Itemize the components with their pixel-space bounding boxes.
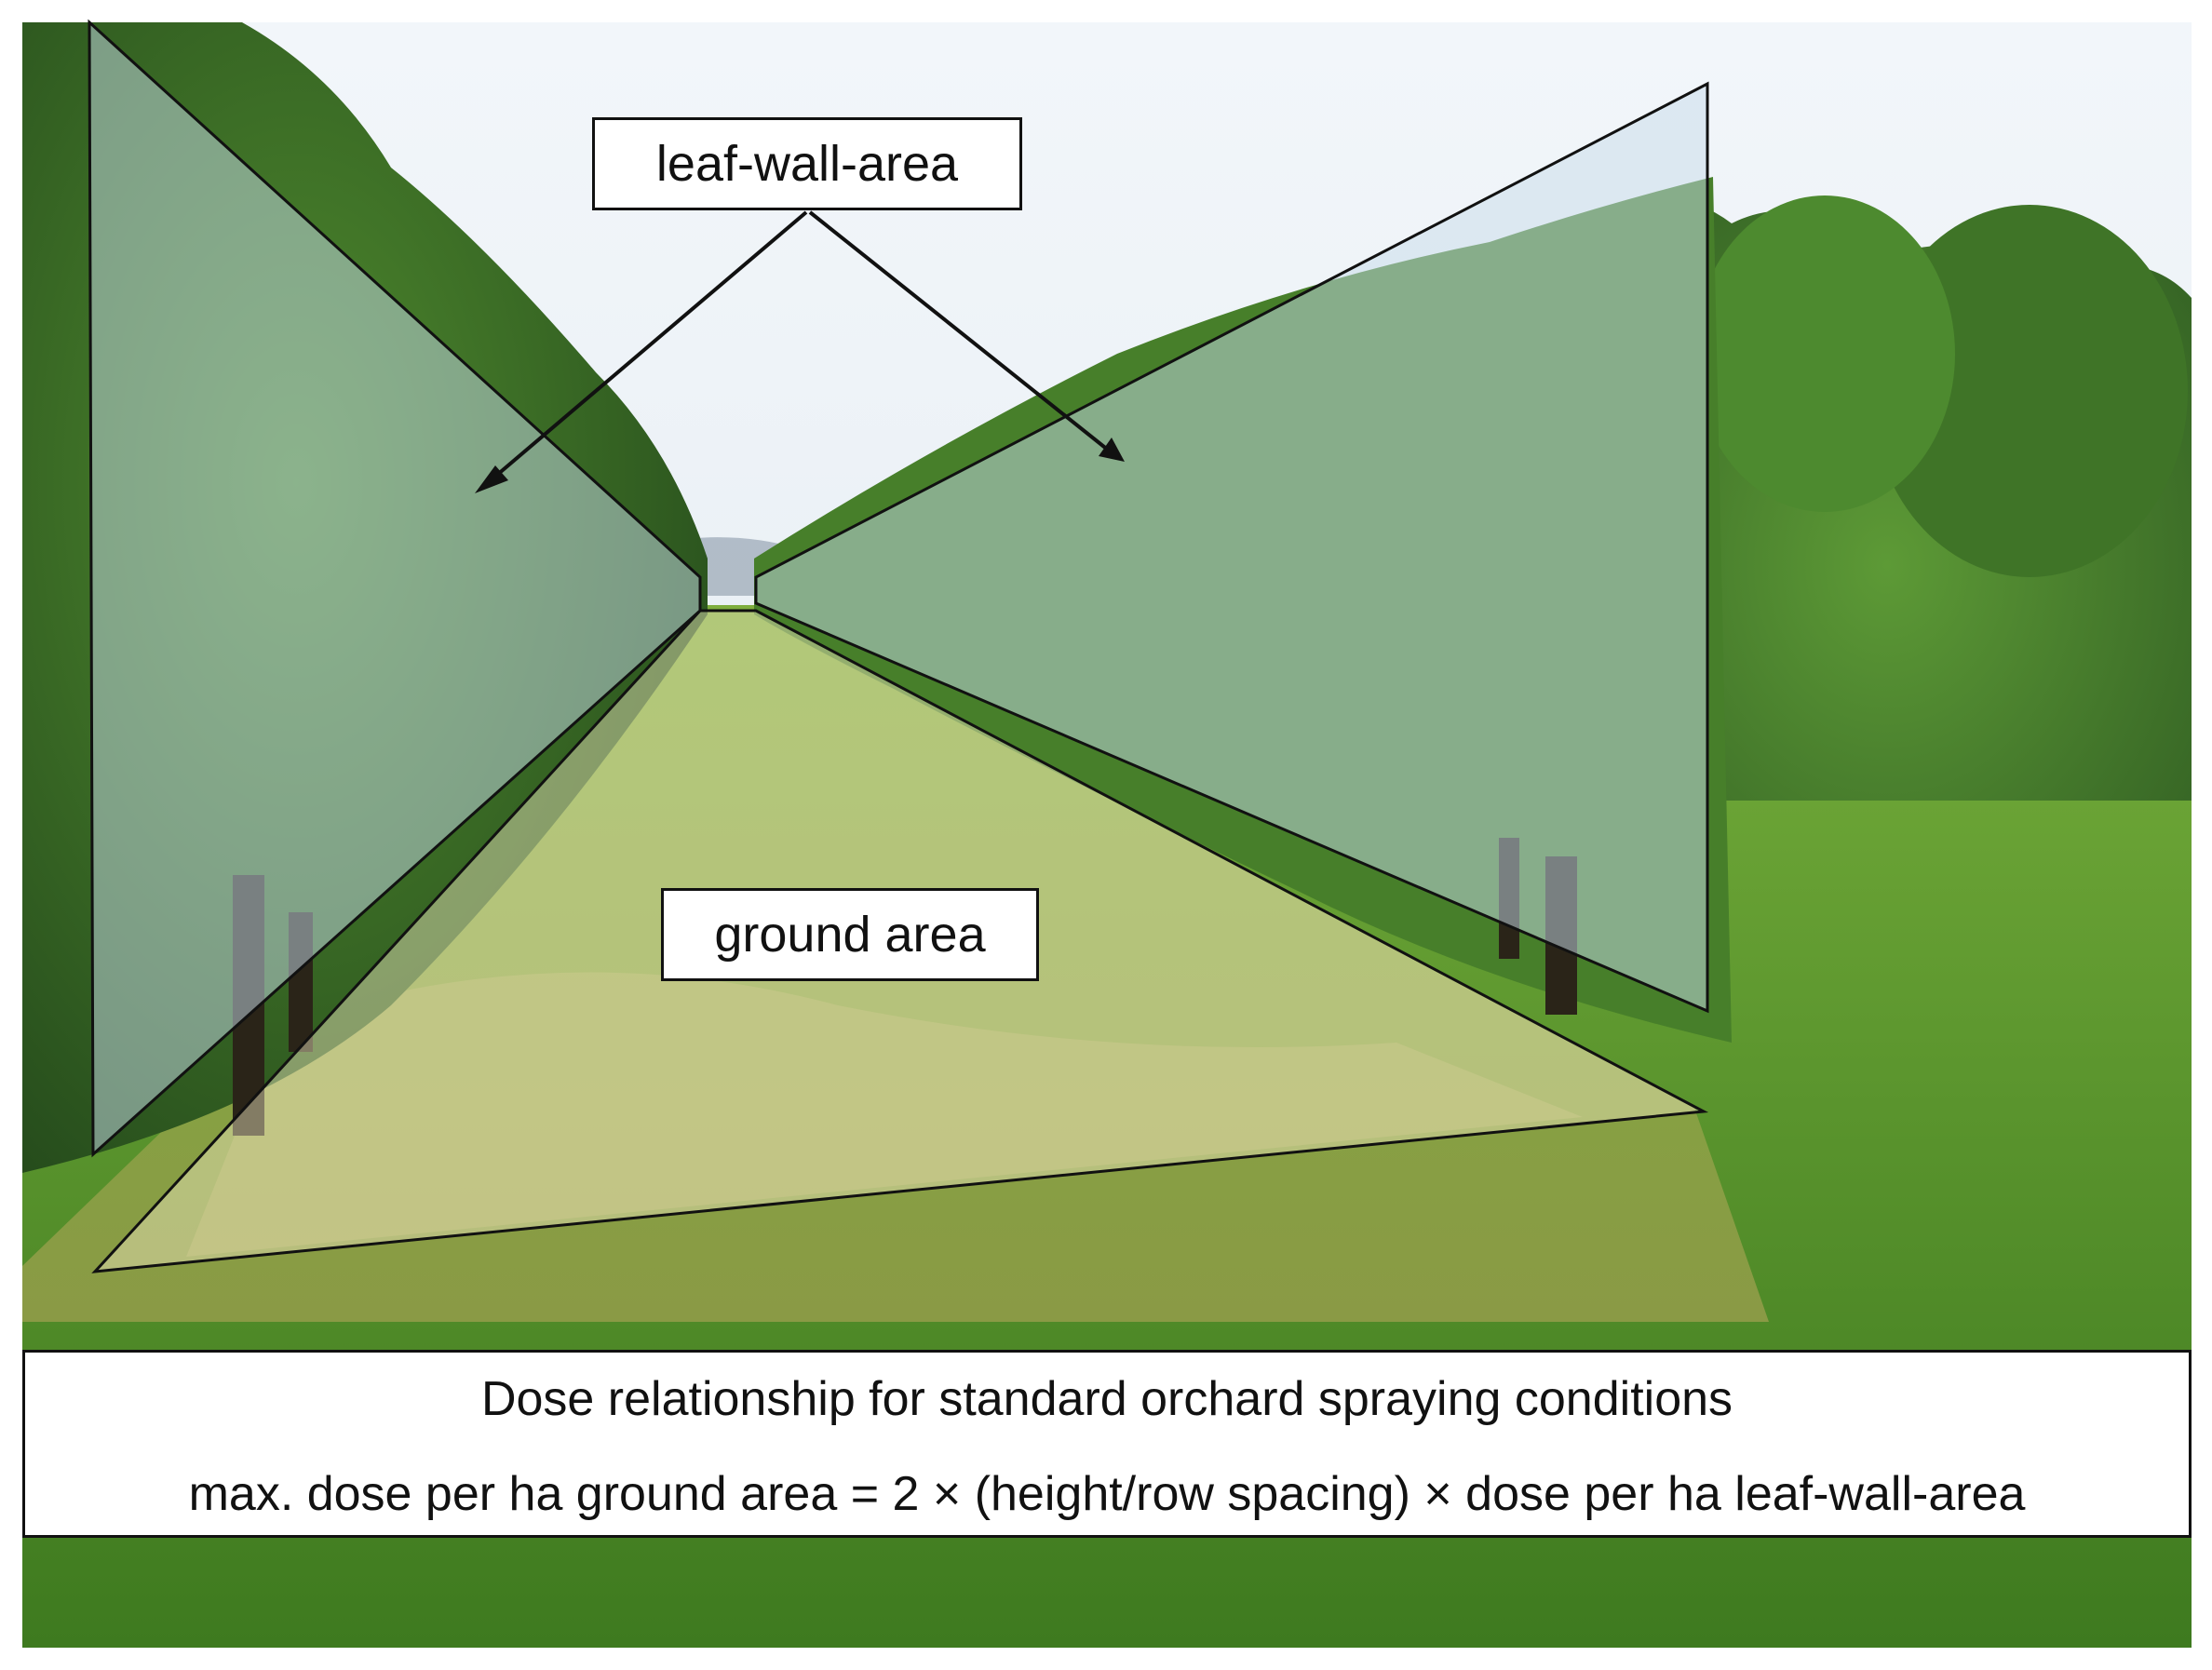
leaf-wall-area-label: leaf-wall-area: [592, 117, 1022, 210]
dry-grass-patch: [186, 972, 1583, 1257]
caption-formula: max. dose per ha ground area = 2 × (heig…: [188, 1467, 2026, 1521]
tree-crown: [1694, 195, 1955, 512]
arrow-line-left: [482, 210, 808, 488]
leaf-wall-overlay-right: [754, 81, 1709, 1014]
ground-area-label: ground area: [661, 888, 1039, 981]
leaf-wall-overlay-left: [88, 19, 702, 1158]
arrow-line-right: [808, 210, 1115, 456]
caption-title: Dose relationship for standard orchard s…: [480, 1372, 1733, 1426]
tree-crown: [1871, 205, 2188, 577]
caption-panel: Dose relationship for standard orchard s…: [22, 1350, 2192, 1538]
arrow-head-left: [475, 465, 508, 493]
arrow-head-right: [1099, 438, 1125, 462]
